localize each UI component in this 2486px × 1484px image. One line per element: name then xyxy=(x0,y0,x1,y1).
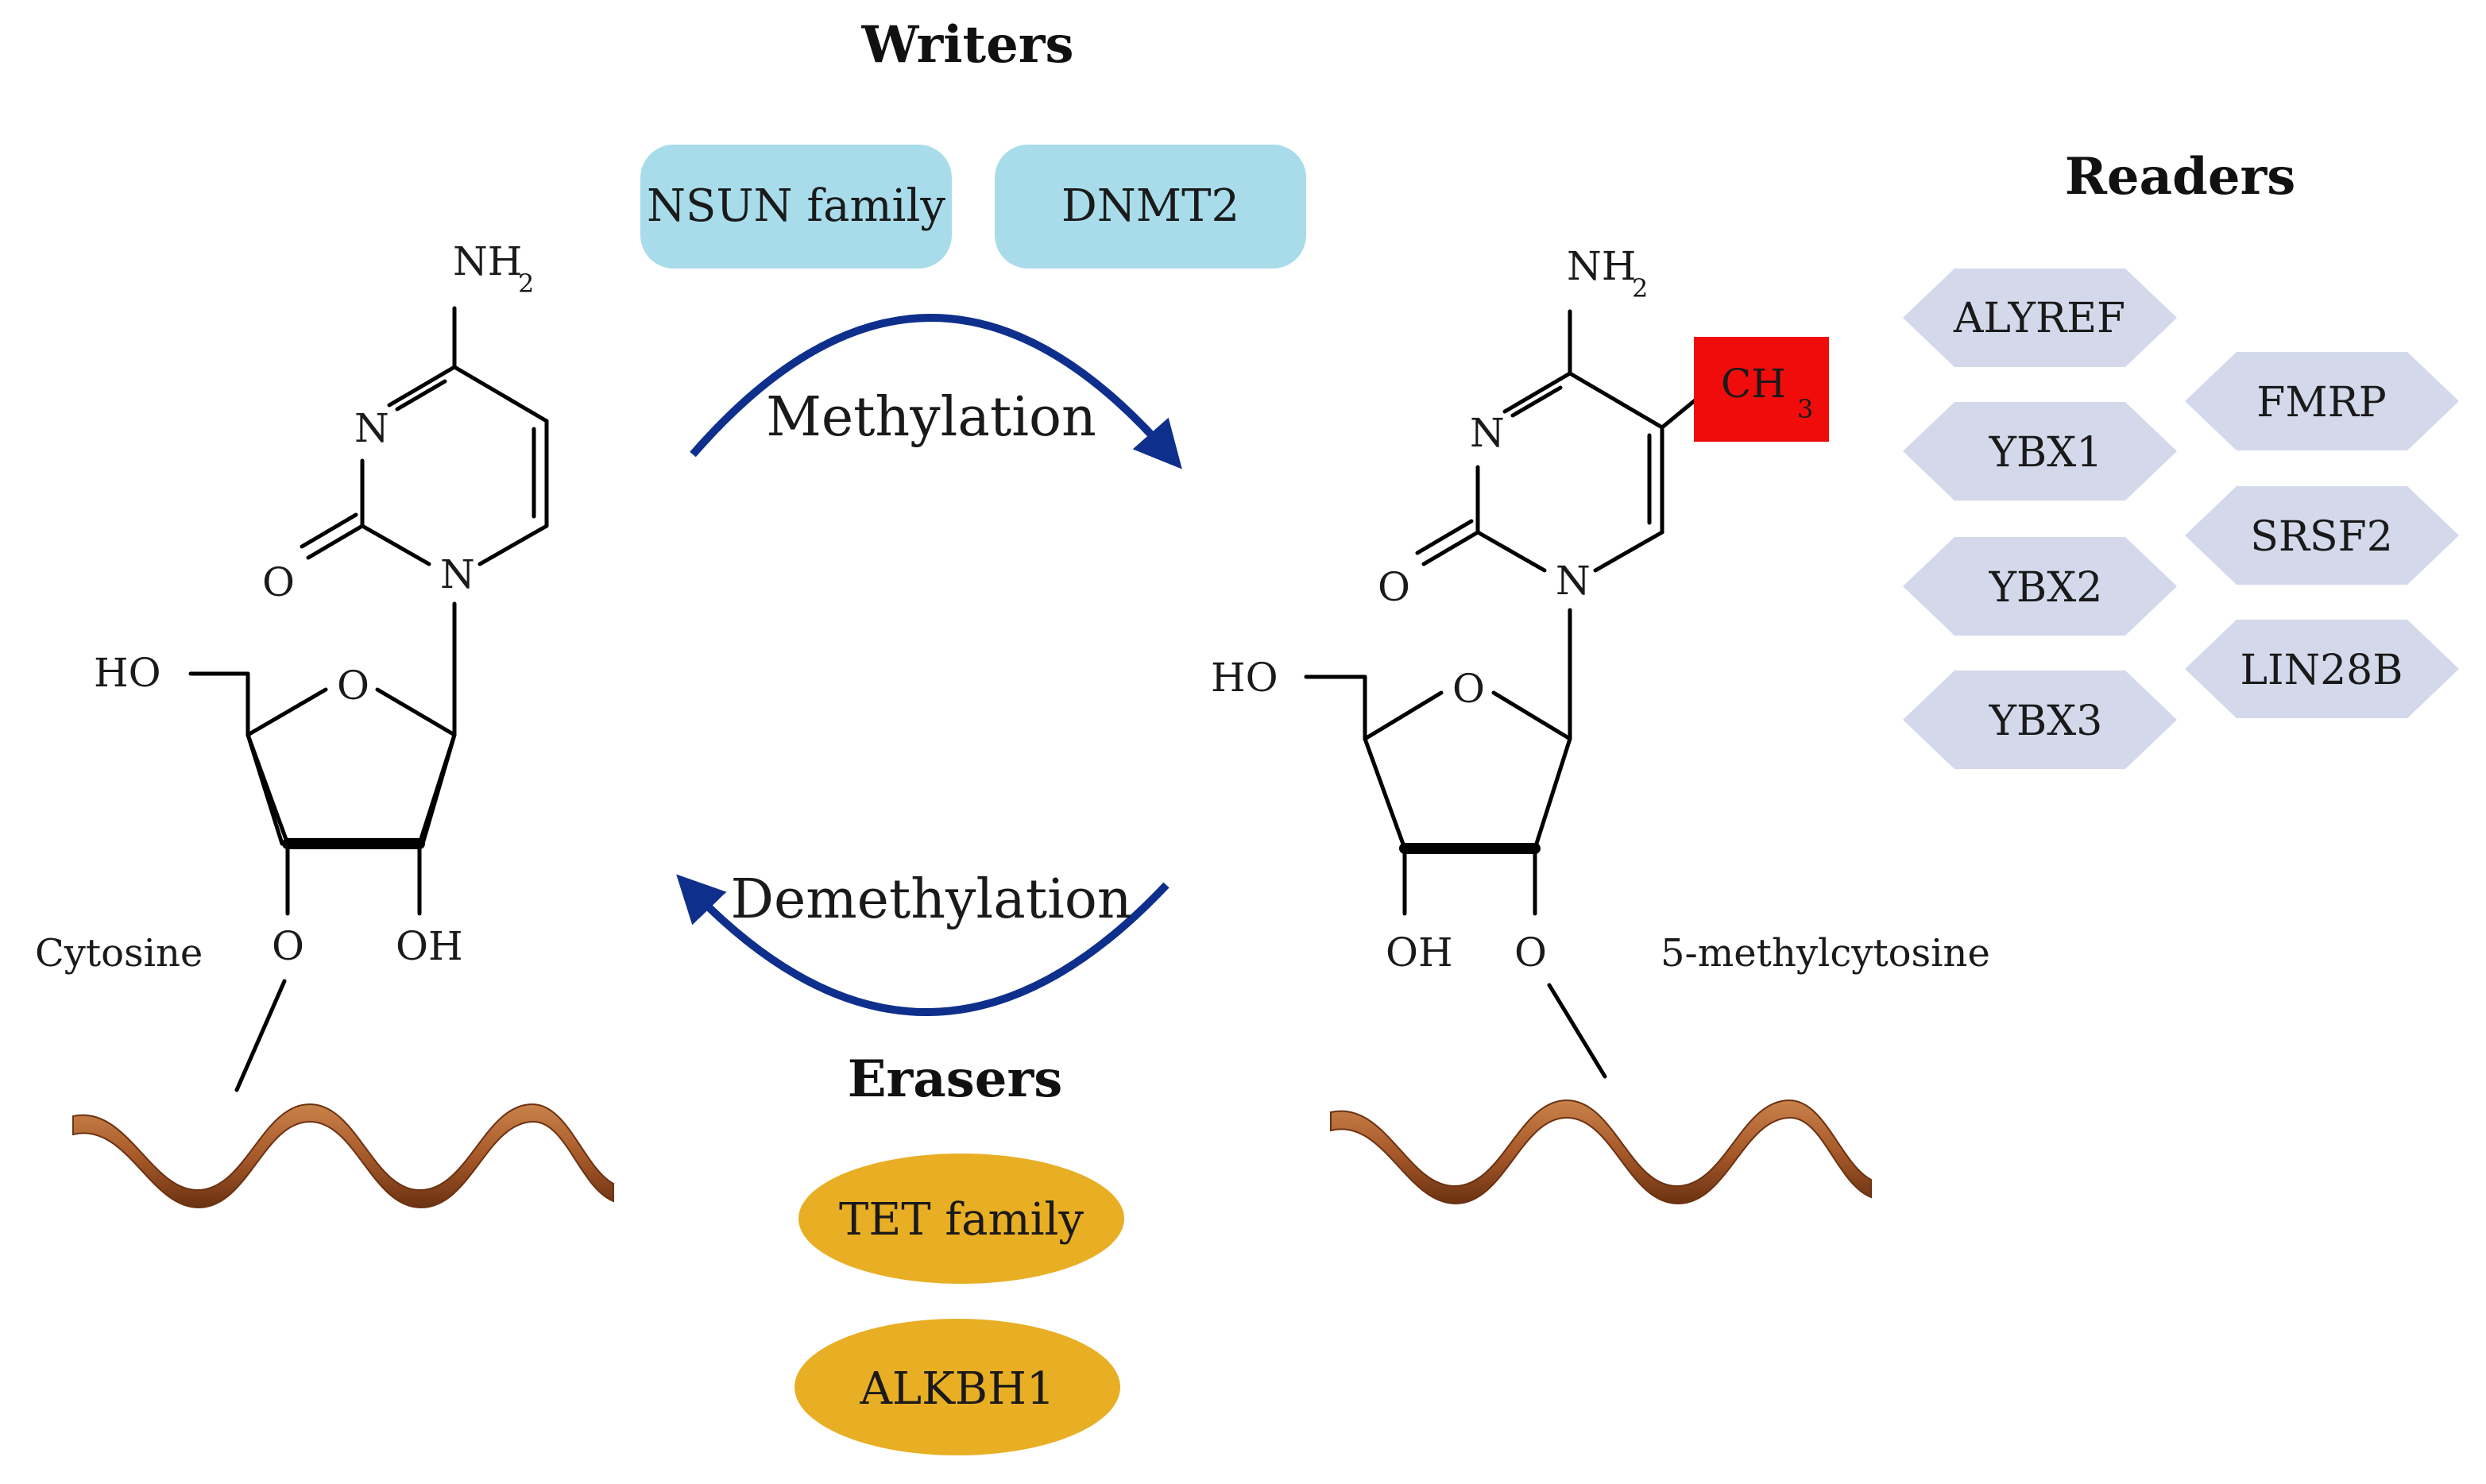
reader-lin28b: LIN28B xyxy=(2185,620,2459,718)
readers-left-column: ALYREF YBX1 YBX2 YBX3 xyxy=(1903,269,2177,769)
reader-ybx3: YBX3 xyxy=(1903,671,2177,769)
reader-ybx1: YBX1 xyxy=(1903,402,2177,500)
hydroxyl-label: OH xyxy=(396,923,463,969)
ring-n1-label: N xyxy=(440,551,475,597)
hydroxymethyl-label: HO xyxy=(94,650,161,696)
cytosine-structure: NH 2 N N O O HO OH O Cytosine xyxy=(35,238,614,1209)
eraser-label: ALKBH1 xyxy=(859,1363,1054,1415)
readers-right-column: FMRP SRSF2 LIN28B xyxy=(2185,352,2459,718)
amine-label: NH xyxy=(1567,243,1636,289)
rna-strand-right xyxy=(1330,1099,1872,1205)
eraser-tet-family: TET family xyxy=(798,1154,1124,1284)
eraser-ellipse xyxy=(795,1319,1120,1455)
amine-subscript: 2 xyxy=(518,269,534,299)
linker-o-label: O xyxy=(1514,929,1547,976)
writers-heading: Writers xyxy=(860,15,1073,75)
writer-box xyxy=(640,145,952,269)
reader-label: SRSF2 xyxy=(2250,513,2393,561)
amine-label: NH xyxy=(453,238,522,284)
reader-label: FMRP xyxy=(2256,379,2386,427)
methyl-highlight xyxy=(1694,337,1829,442)
methylcytosine-structure: CH 3 NH 2 N N O O HO OH O 5-methylcytosi… xyxy=(1211,243,1990,1205)
methylcytosine-label: 5-methylcytosine xyxy=(1661,931,1990,976)
amine-subscript: 2 xyxy=(1632,273,1648,303)
writer-label: DNMT2 xyxy=(1061,180,1239,232)
eraser-ellipse xyxy=(798,1154,1124,1284)
reader-label: YBX3 xyxy=(1989,698,2103,745)
ring-n3-label: N xyxy=(1470,410,1505,456)
reader-srsf2: SRSF2 xyxy=(2185,486,2459,585)
reader-label: YBX1 xyxy=(1989,429,2103,477)
writer-nsun-family: NSUN family xyxy=(640,145,952,269)
writer-box xyxy=(995,145,1306,269)
writer-dnmt2: DNMT2 xyxy=(995,145,1306,269)
eraser-alkbh1: ALKBH1 xyxy=(795,1319,1120,1455)
linker-o-label: O xyxy=(272,923,304,969)
readers-heading: Readers xyxy=(2065,147,2296,207)
ring-n1-label: N xyxy=(1556,558,1591,604)
hydroxyl-label: OH xyxy=(1386,929,1453,976)
erasers-heading: Erasers xyxy=(848,1049,1062,1109)
methyl-label: CH xyxy=(1721,361,1786,407)
reader-alyref: ALYREF xyxy=(1903,269,2177,367)
carbonyl-o-label: O xyxy=(262,559,295,605)
reader-label: YBX2 xyxy=(1989,564,2103,612)
reader-label: ALYREF xyxy=(1953,295,2125,342)
writer-label: NSUN family xyxy=(647,180,945,232)
ring-o-label: O xyxy=(337,663,369,709)
demethylation-arrow: Demethylation xyxy=(676,868,1170,1016)
reader-fmrp: FMRP xyxy=(2185,352,2459,450)
eraser-label: TET family xyxy=(839,1194,1084,1246)
carbonyl-o-label: O xyxy=(1378,564,1410,610)
methyl-subscript: 3 xyxy=(1797,394,1813,424)
demethylation-label: Demethylation xyxy=(730,868,1131,931)
methylation-label: Methylation xyxy=(766,386,1096,449)
reader-ybx2: YBX2 xyxy=(1903,537,2177,636)
ring-n3-label: N xyxy=(354,405,389,451)
methylation-arrow: Methylation xyxy=(690,314,1182,470)
hydroxymethyl-label: HO xyxy=(1211,655,1278,701)
ring-o-label: O xyxy=(1452,666,1485,712)
cytosine-label: Cytosine xyxy=(35,931,203,976)
rna-strand-left xyxy=(72,1103,614,1209)
reader-label: LIN28B xyxy=(2240,647,2403,694)
